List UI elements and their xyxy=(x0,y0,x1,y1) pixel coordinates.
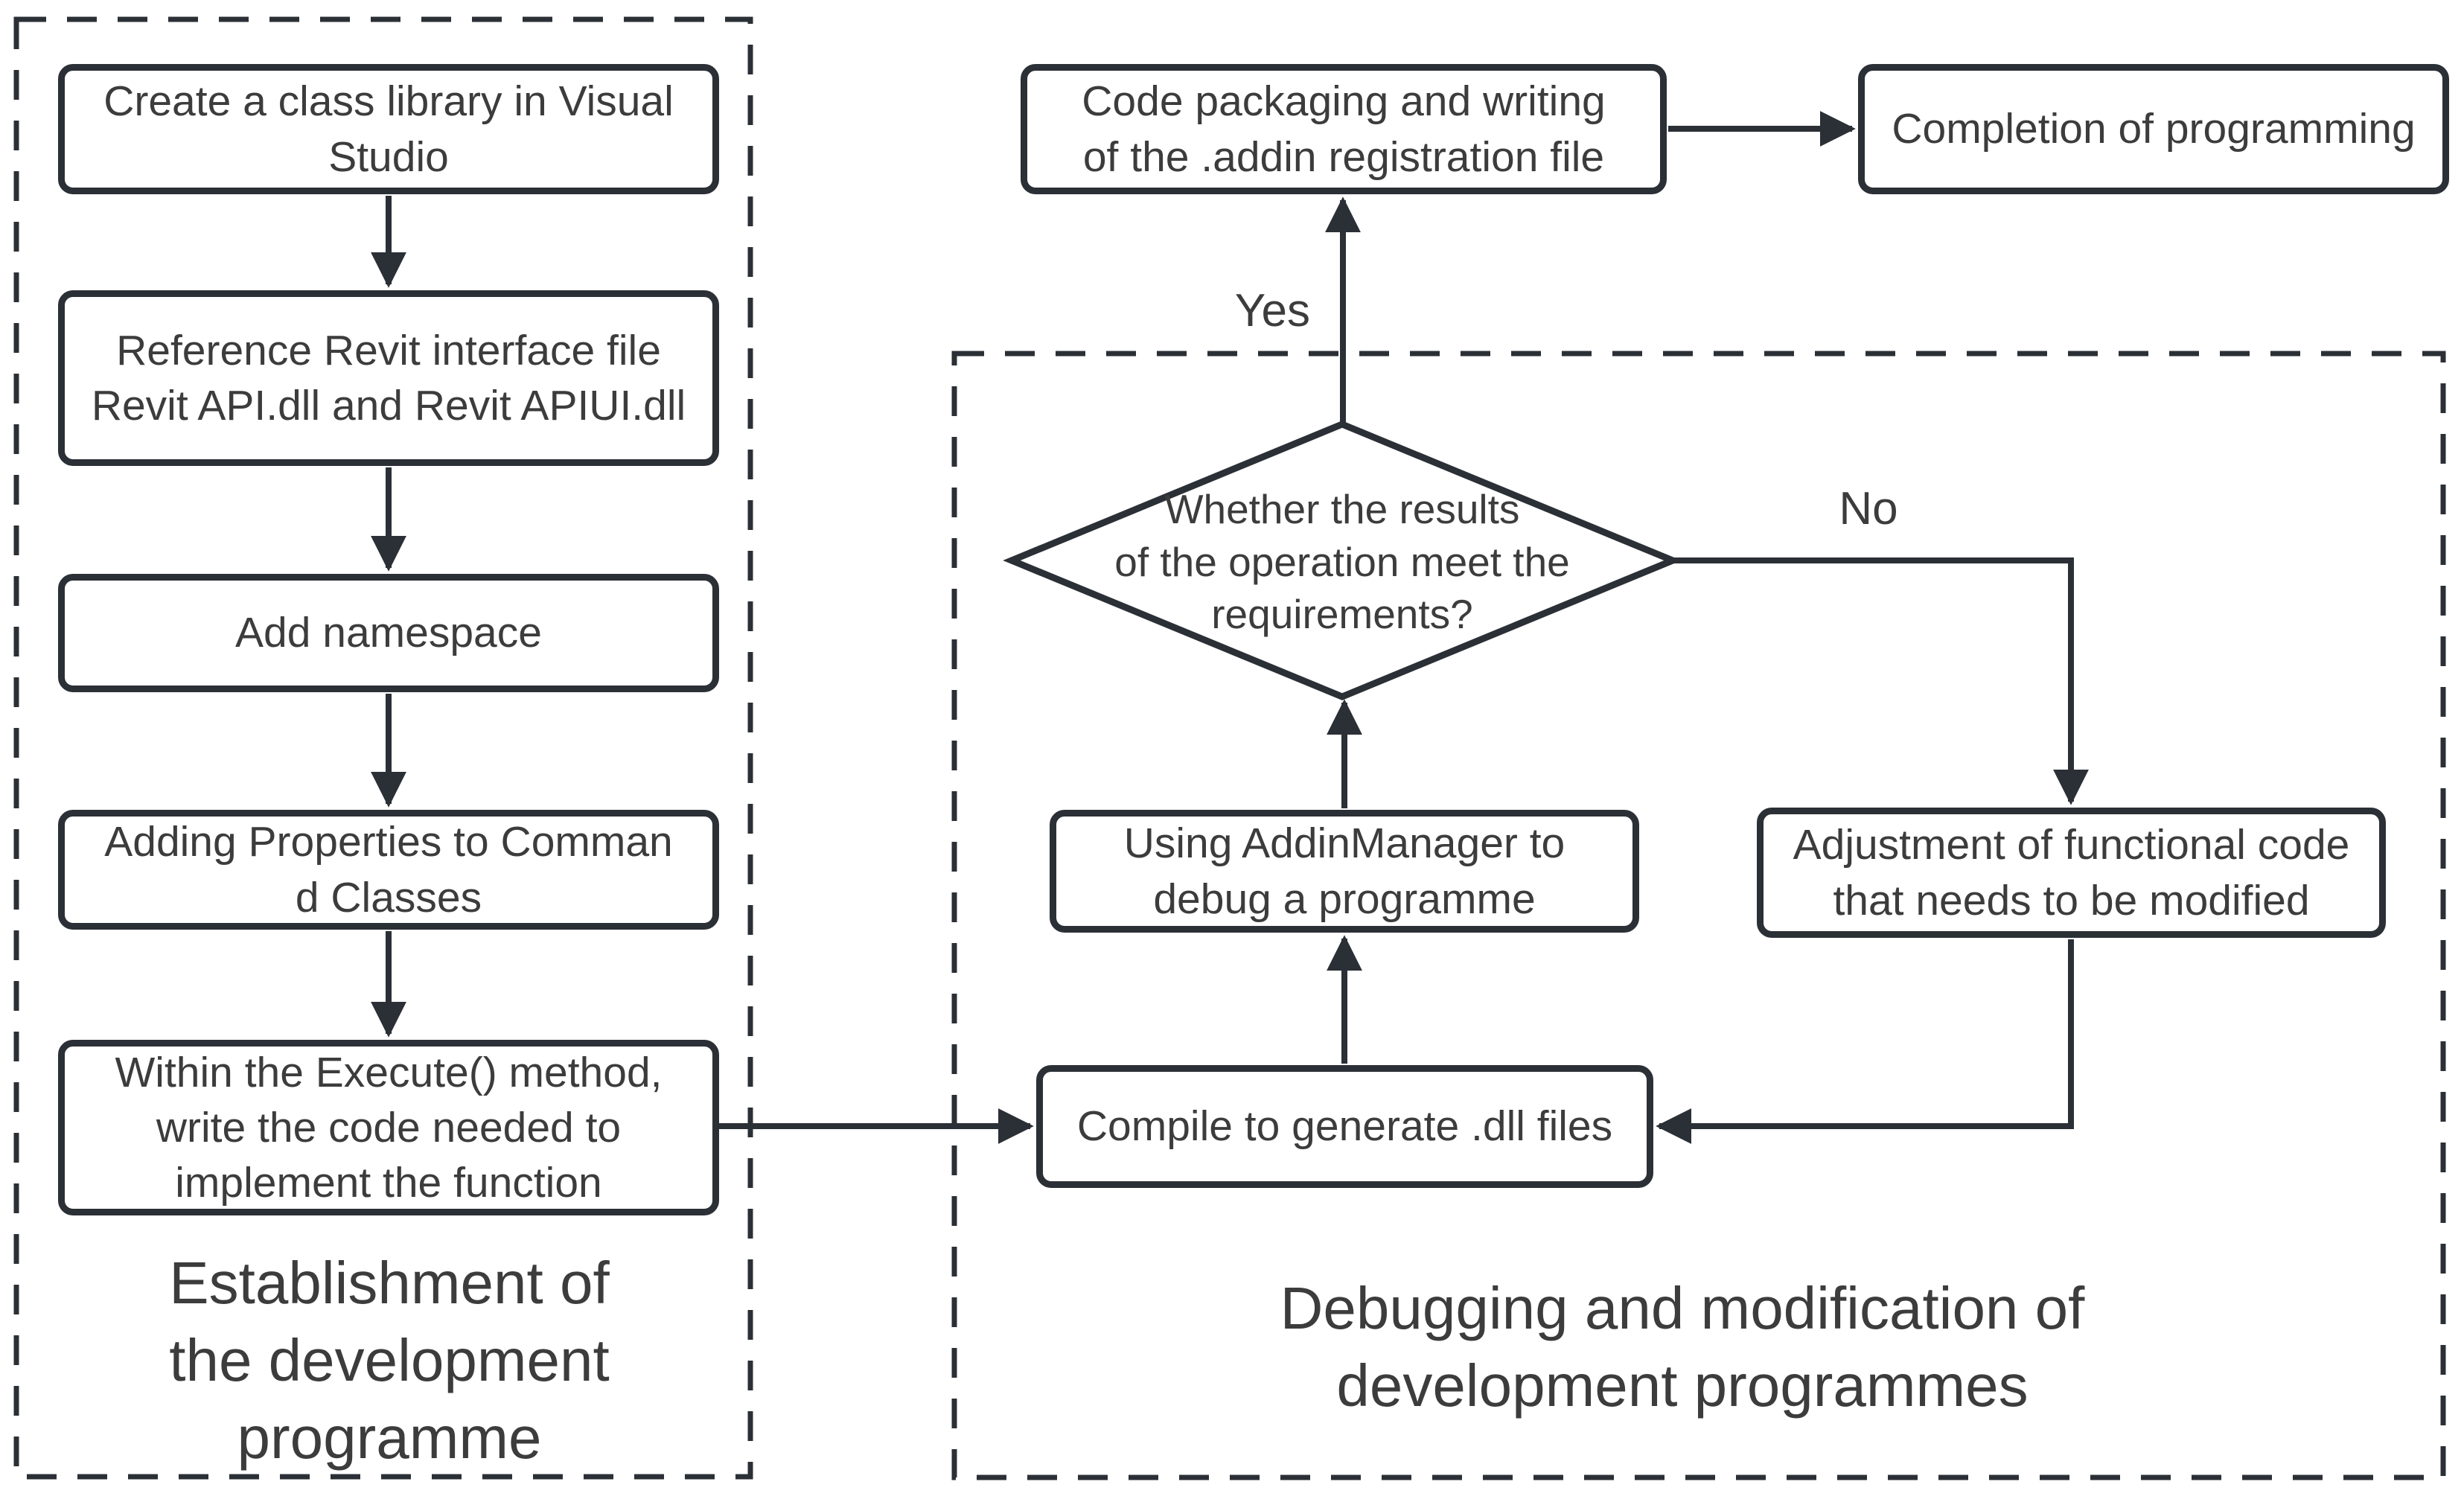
node-text-line: debug a programme xyxy=(1153,875,1536,923)
right-group-border xyxy=(951,351,2446,1480)
edge-adjustment-to-compile xyxy=(1656,939,2074,1144)
node-completion: Completion of programming xyxy=(1858,64,2449,194)
node-reference-revit-interface: Reference Revit interface file Revit API… xyxy=(58,290,719,466)
decision-diamond-shape xyxy=(1003,421,1682,700)
edge-decision-no-to-adjustment xyxy=(1673,557,2089,805)
node-text-line: Revit API.dll and Revit APIUI.dll xyxy=(91,382,686,429)
node-text-line: Using AddinManager to xyxy=(1123,819,1565,868)
node-add-namespace: Add namespace xyxy=(58,574,719,692)
node-compile-dll: Compile to generate .dll files xyxy=(1036,1065,1653,1188)
node-text-line: that needs to be modified xyxy=(1833,876,2310,924)
node-text-line: of the .addin registration file xyxy=(1082,132,1605,181)
node-text-line: Completion of programming xyxy=(1892,105,2416,153)
node-adjustment-code: Adjustment of functional code that needs… xyxy=(1757,808,2386,938)
node-text-line: Reference Revit interface file xyxy=(116,326,661,374)
node-decision: Whether the results of the operation mee… xyxy=(1076,450,1609,674)
node-text-line: implement the function xyxy=(175,1159,602,1207)
node-text-line: Whether the results xyxy=(1164,486,1520,533)
node-text-line: of the operation meet the xyxy=(1114,538,1570,585)
node-text-line: write the code needed to xyxy=(156,1103,622,1151)
group-caption-line: Debugging and modification of xyxy=(1280,1275,2085,1341)
node-text-line: Add namespace xyxy=(235,609,542,657)
node-addinmanager-debug: Using AddinManager to debug a programme xyxy=(1050,810,1639,933)
node-text-line: Studio xyxy=(328,132,449,181)
group-caption-line: programme xyxy=(237,1405,542,1471)
node-text-line: Compile to generate .dll files xyxy=(1076,1102,1613,1151)
node-text-line: Code packaging and writing xyxy=(1082,77,1606,126)
group-caption-line: development programmes xyxy=(1336,1352,2029,1419)
no-branch-label: No xyxy=(1839,483,1898,534)
node-execute-method: Within the Execute() method, write the c… xyxy=(58,1040,719,1215)
node-text-line: Create a class library in Visual xyxy=(103,77,674,126)
node-text-line: Adding Properties to Comman xyxy=(104,818,673,866)
node-text-line: Adjustment of functional code xyxy=(1793,821,2350,869)
right-group-caption: Debugging and modification of developmen… xyxy=(1132,1270,2233,1425)
yes-branch-label: Yes xyxy=(1234,285,1310,336)
left-group-border xyxy=(13,16,753,1480)
group-caption-line: Establishment of xyxy=(169,1250,610,1316)
left-group-caption: Establishment of the development program… xyxy=(74,1244,704,1477)
node-create-class-library: Create a class library in Visual Studio xyxy=(58,64,719,194)
group-caption-line: the development xyxy=(169,1327,610,1393)
node-code-packaging: Code packaging and writing of the .addin… xyxy=(1021,64,1667,194)
node-text-line: d Classes xyxy=(295,873,482,921)
node-text-line: requirements? xyxy=(1211,591,1473,638)
node-text-line: Within the Execute() method, xyxy=(115,1048,663,1096)
node-adding-properties: Adding Properties to Comman d Classes xyxy=(58,810,719,930)
